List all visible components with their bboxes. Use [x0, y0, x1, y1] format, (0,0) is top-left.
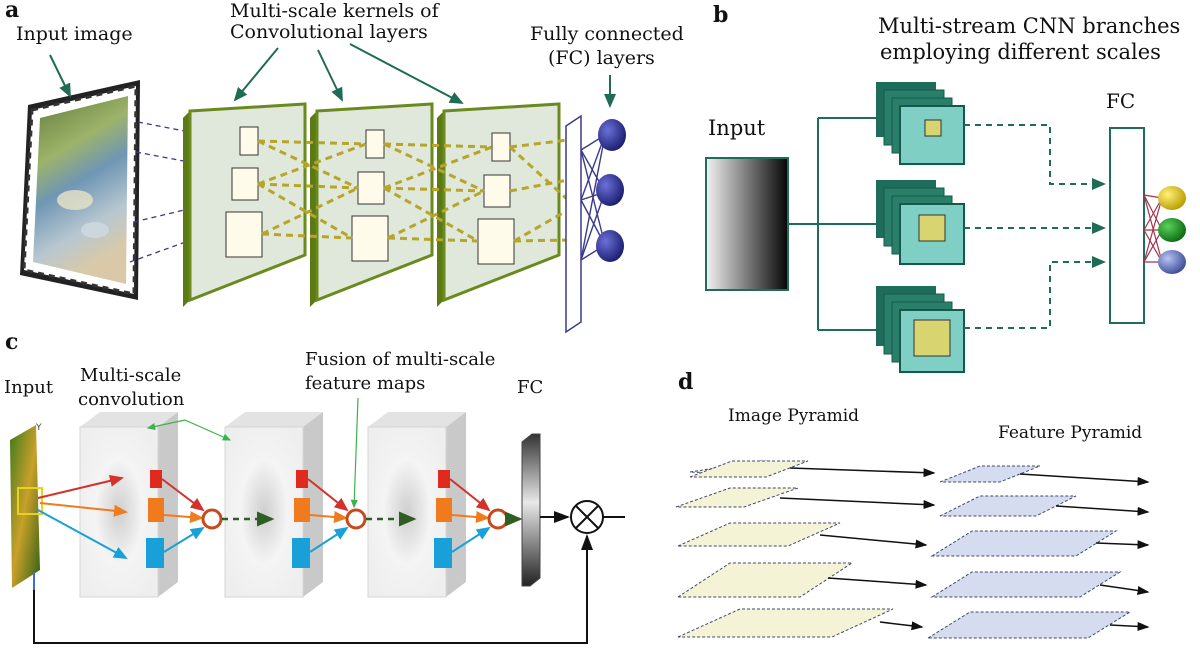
input-leaf-image — [10, 425, 43, 590]
fc-node-1 — [598, 119, 626, 151]
panel-c-label-arrows — [146, 397, 359, 509]
fc-output-links — [1143, 194, 1163, 263]
multiply-node — [570, 500, 604, 534]
panel-c-letter: c — [5, 329, 19, 355]
panel-c-fc-label: FC — [517, 377, 544, 398]
kernels-label-line2: Convolutional layers — [230, 21, 428, 43]
conv-box-1 — [79, 412, 178, 598]
multiscale-label-line2: convolution — [78, 389, 185, 410]
feature-pyramid — [926, 465, 1132, 639]
fc-label-line2: (FC) layers — [548, 47, 655, 69]
branch-3 — [876, 286, 965, 373]
fc-gradient-bar — [521, 433, 541, 587]
fc-block — [1109, 127, 1145, 324]
feature-pyramid-label: Feature Pyramid — [998, 423, 1143, 443]
conv-layer-1 — [183, 102, 307, 307]
panel-d-letter: d — [678, 369, 694, 395]
branch-1 — [876, 82, 965, 165]
panel-c: Y — [10, 397, 625, 644]
fc-node-3 — [596, 230, 624, 262]
branch-to-fc-arrows — [964, 124, 1106, 329]
fusion-label-line2: feature maps — [305, 373, 426, 394]
input-arrow-blue — [37, 509, 128, 559]
conv-layer-3 — [437, 102, 561, 307]
multiscale-label-line1: Multi-scale — [80, 365, 182, 386]
panel-a — [20, 43, 626, 334]
panel-a-arrows — [49, 43, 616, 108]
skip-connection — [33, 534, 593, 644]
branch-2 — [876, 180, 965, 265]
fc-node-2 — [596, 174, 624, 206]
panel-b-title-line2: employing different scales — [880, 40, 1161, 64]
fc-bar — [565, 114, 582, 334]
branch-connectors — [788, 117, 880, 331]
fusion-1 — [161, 478, 275, 553]
panel-b-input-label: Input — [708, 116, 766, 140]
pyramid-arrows — [779, 467, 1150, 631]
input-image-label: Input image — [16, 23, 133, 45]
image-pyramid-label: Image Pyramid — [728, 406, 860, 426]
output-node-yellow — [1158, 186, 1186, 210]
conv-box-3 — [367, 412, 466, 598]
panel-b-letter: b — [713, 2, 729, 28]
fusion-2 — [307, 478, 417, 553]
conv-layer-2 — [310, 102, 434, 307]
image-pyramid — [675, 460, 894, 638]
panel-d — [675, 460, 1150, 639]
panel-c-input-label: Input — [4, 377, 54, 398]
input-arrow-red — [37, 474, 124, 499]
output-node-blue — [1158, 250, 1186, 274]
panel-b — [705, 82, 1186, 373]
input-image — [20, 80, 140, 300]
panel-a-letter: a — [5, 0, 20, 23]
input-gradient-block — [705, 157, 789, 291]
panel-b-title-line1: Multi-stream CNN branches — [878, 14, 1181, 38]
output-node-green — [1158, 218, 1186, 242]
fc-links — [580, 134, 606, 261]
fusion-label-line1: Fusion of multi-scale — [305, 349, 496, 370]
conv-box-2 — [224, 412, 323, 598]
image-pyramid-top — [689, 460, 809, 478]
fusion-3 — [449, 478, 523, 553]
kernels-label-line1: Multi-scale kernels of — [230, 0, 439, 22]
tiny-marker: Y — [35, 423, 42, 433]
fc-label-line1: Fully connected — [530, 23, 684, 45]
input-arrow-orange — [39, 502, 128, 517]
kernel-connections — [257, 138, 570, 243]
panel-b-fc-label: FC — [1106, 89, 1136, 113]
